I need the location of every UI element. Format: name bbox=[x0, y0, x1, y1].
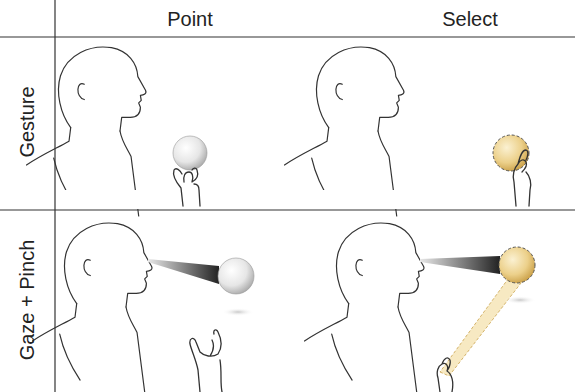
pinch-ray bbox=[440, 279, 521, 376]
person-figure bbox=[305, 223, 424, 392]
cell-mask bbox=[56, 190, 236, 209]
gaze-point-illustration bbox=[33, 223, 255, 392]
row-header: Gaze + Pinch bbox=[17, 240, 37, 361]
grid-line bbox=[0, 36, 575, 37]
target-sphere bbox=[173, 136, 207, 170]
gesture-select-illustration bbox=[285, 47, 531, 216]
row-header: Gesture bbox=[17, 86, 37, 157]
column-header: Point bbox=[167, 9, 213, 29]
cell-mask bbox=[290, 190, 470, 209]
sphere-shadow bbox=[222, 308, 254, 316]
grid-line bbox=[0, 209, 575, 210]
selected-sphere bbox=[499, 247, 535, 283]
gesture-point-illustration bbox=[27, 47, 237, 216]
grid-line bbox=[54, 0, 55, 392]
selected-sphere bbox=[493, 135, 529, 171]
target-sphere bbox=[218, 258, 254, 294]
sphere-shadow bbox=[504, 296, 536, 304]
open-hand-symbol bbox=[190, 330, 222, 392]
hand-symbol bbox=[173, 168, 200, 206]
pinch-hand-symbol bbox=[437, 358, 453, 392]
person-figure bbox=[33, 223, 152, 392]
column-header: Select bbox=[442, 9, 498, 29]
gaze-beam bbox=[148, 259, 219, 284]
gaze-beam bbox=[420, 256, 500, 274]
pinch-hand-symbol bbox=[513, 150, 531, 206]
gaze-select-illustration bbox=[305, 223, 537, 392]
